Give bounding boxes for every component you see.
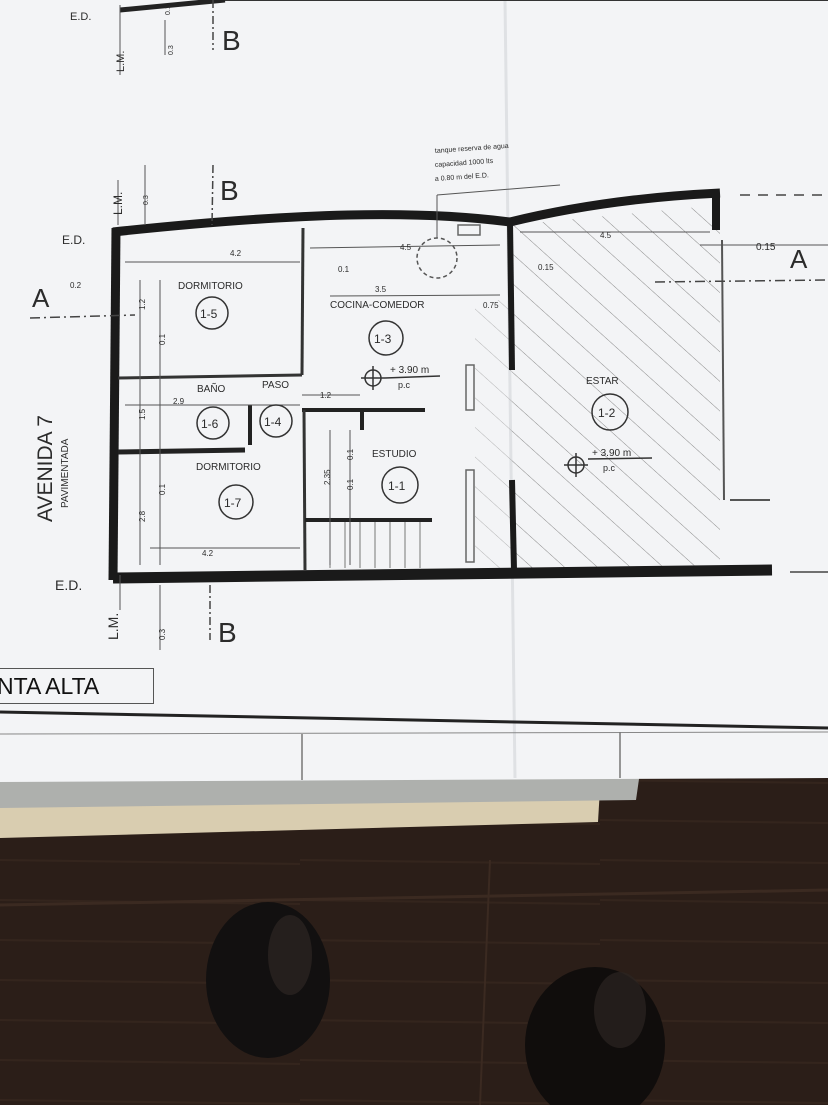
- dim-02: 0.2: [70, 281, 82, 290]
- wall-int-1: [300, 227, 305, 376]
- tank-note-2: capacidad 1000 lts: [435, 158, 494, 169]
- section-line-a-right: [654, 279, 828, 283]
- level-symbol-2: [564, 453, 653, 477]
- dim-01-v4: 0.1: [346, 448, 355, 460]
- tank-note-3: a 0.80 m del E.D.: [435, 172, 489, 183]
- room-code-1-4: 1-4: [264, 415, 282, 429]
- section-line-b-mid: [211, 164, 214, 226]
- room-name-bano: BAÑO: [197, 382, 226, 395]
- dim-015-b: 0.15: [756, 242, 776, 253]
- level-1-value: + 3.90 m: [390, 365, 429, 376]
- level-1-pc: p.c: [398, 380, 411, 390]
- room-name-paso: PASO: [262, 380, 289, 391]
- dim-29: 2.9: [173, 397, 185, 406]
- wall-int-3: [117, 447, 246, 455]
- room-name-dormitorio-1: DORMITORIO: [178, 281, 243, 292]
- dim-03-bot: 0.3: [158, 628, 167, 640]
- room-code-1-3: 1-3: [374, 332, 392, 346]
- dim-45-right: 4.5: [600, 231, 612, 240]
- frame-line-2: [0, 731, 828, 735]
- dim-45-mid: 4.5: [400, 243, 412, 252]
- border-top-dark: [119, 0, 226, 13]
- section-b-bot: B: [218, 617, 237, 648]
- dim-03-mid: 0.3: [143, 195, 150, 205]
- wall-int-2: [117, 373, 303, 380]
- left-shoe: [206, 902, 330, 1058]
- dim-15: 1.5: [138, 408, 147, 420]
- wall-bottom: [112, 564, 773, 584]
- section-line-a-left: [29, 314, 136, 319]
- dim-01-a: 0.1: [338, 265, 350, 274]
- room-name-estar: ESTAR: [586, 376, 619, 387]
- level-symbol-1: [361, 366, 441, 390]
- level-2-pc: p.c: [603, 463, 616, 473]
- dim-015-a: 0.15: [538, 263, 554, 272]
- dim-12-v: 1.2: [138, 298, 147, 310]
- room-name-estudio: ESTUDIO: [372, 449, 417, 460]
- room-code-1-7: 1-7: [224, 496, 242, 510]
- dim-01-v: 0.1: [158, 333, 167, 345]
- section-b-mid: B: [220, 175, 239, 206]
- frame-line-1: [0, 710, 828, 730]
- room-code-1-1: 1-1: [388, 479, 406, 493]
- wall-right-open: [721, 239, 725, 501]
- floor-title-box: NTA ALTA: [0, 668, 154, 704]
- right-shoe-highlight: [594, 972, 646, 1048]
- ed-bot: E.D.: [55, 577, 82, 593]
- tank-leader-h: [436, 184, 561, 196]
- level-2-value: + 3.90 m: [592, 448, 631, 459]
- dim-42-top: 4.2: [230, 249, 242, 258]
- dim-42-bot: 4.2: [202, 549, 214, 558]
- dimension-lines: [117, 5, 828, 650]
- room-code-1-6: 1-6: [201, 417, 219, 431]
- lm-mid: L.M.: [111, 192, 125, 215]
- section-a-left: A: [32, 283, 50, 313]
- wall-mid-bottom: [509, 479, 517, 571]
- window-3: [457, 224, 481, 236]
- balcony-hatch: [475, 300, 512, 568]
- dim-12-h: 1.2: [320, 391, 332, 400]
- floor-title: NTA ALTA: [0, 673, 100, 699]
- window-2: [465, 364, 475, 411]
- ed-top: E.D.: [70, 11, 91, 23]
- wall-top: [112, 188, 721, 237]
- room-code-circles: [195, 296, 629, 520]
- wall-mid-top: [507, 221, 515, 371]
- dim-28: 2.8: [138, 510, 147, 522]
- room-name-dormitorio-2: DORMITORIO: [196, 462, 261, 473]
- left-shoe-highlight: [268, 915, 312, 995]
- section-a-right: A: [790, 244, 808, 274]
- room-code-1-2: 1-2: [598, 406, 616, 420]
- wall-int-6: [302, 409, 307, 571]
- wall-left: [108, 227, 121, 581]
- floor-board-seam-2: [479, 859, 491, 1105]
- floor-board-seam: [0, 888, 828, 907]
- window-1: [465, 469, 475, 563]
- estar-hatch: [512, 205, 720, 568]
- dim-235: 2.35: [323, 469, 332, 485]
- dim-01-v3: 0.1: [346, 478, 355, 490]
- dim-03-top: 0.3: [168, 45, 175, 55]
- room-code-1-5: 1-5: [200, 307, 218, 321]
- room-name-cocina: COCINA-COMEDOR: [330, 300, 424, 311]
- dim-01-v2: 0.1: [158, 483, 167, 495]
- lm-top: L.M.: [115, 51, 127, 72]
- section-b-top: B: [222, 25, 241, 56]
- paper-sheet: [0, 0, 828, 782]
- lm-bot: L.M.: [105, 613, 121, 640]
- ed-mid: E.D.: [62, 233, 85, 247]
- street-name: AVENIDA 7: [34, 415, 57, 522]
- dim-01-top: 0.1: [165, 5, 172, 15]
- dim-075: 0.75: [483, 301, 499, 310]
- street-note: PAVIMENTADA: [60, 438, 71, 508]
- dim-35: 3.5: [375, 285, 387, 294]
